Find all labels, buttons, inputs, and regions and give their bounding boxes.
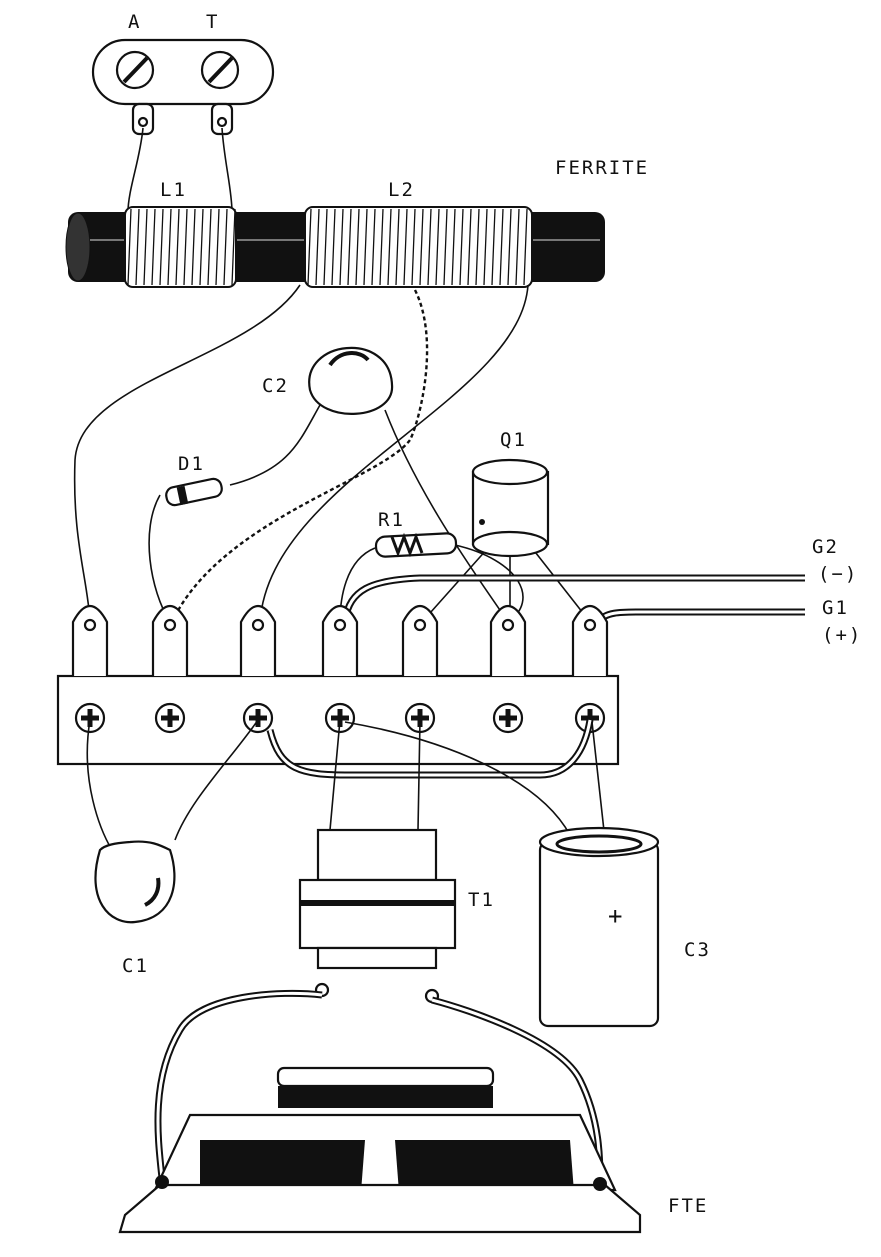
label-ground: T [206, 11, 219, 33]
terminal-strip [56, 604, 620, 766]
capacitor-c1 [94, 840, 176, 924]
label-c3: C3 [684, 939, 711, 961]
capacitor-c2 [308, 346, 394, 415]
diode-d1 [165, 477, 223, 507]
speaker [118, 1066, 642, 1234]
label-c3-plus: + [608, 902, 624, 930]
antenna-terminal-block [91, 38, 275, 136]
label-g1: G1 [822, 597, 849, 619]
transistor-q1 [471, 458, 550, 558]
coil-l2 [304, 206, 533, 288]
label-g2-polarity: (−) [818, 563, 858, 585]
transformer-t1 [298, 828, 457, 1004]
capacitor-c3 [538, 826, 660, 1028]
coil-l1 [124, 206, 237, 288]
label-c2: C2 [262, 375, 289, 397]
label-l2: L2 [388, 179, 415, 201]
label-g2: G2 [812, 536, 839, 558]
label-l1: L1 [160, 179, 187, 201]
label-speaker: FTE [668, 1195, 708, 1217]
resistor-r1 [374, 532, 458, 558]
label-q1: Q1 [500, 429, 527, 451]
label-c1: C1 [122, 955, 149, 977]
label-t1: T1 [468, 889, 495, 911]
label-d1: D1 [178, 453, 205, 475]
label-r1: R1 [378, 509, 405, 531]
label-g1-polarity: (+) [822, 624, 862, 646]
label-ferrite: FERRITE [555, 157, 649, 179]
label-antenna: A [128, 11, 141, 33]
